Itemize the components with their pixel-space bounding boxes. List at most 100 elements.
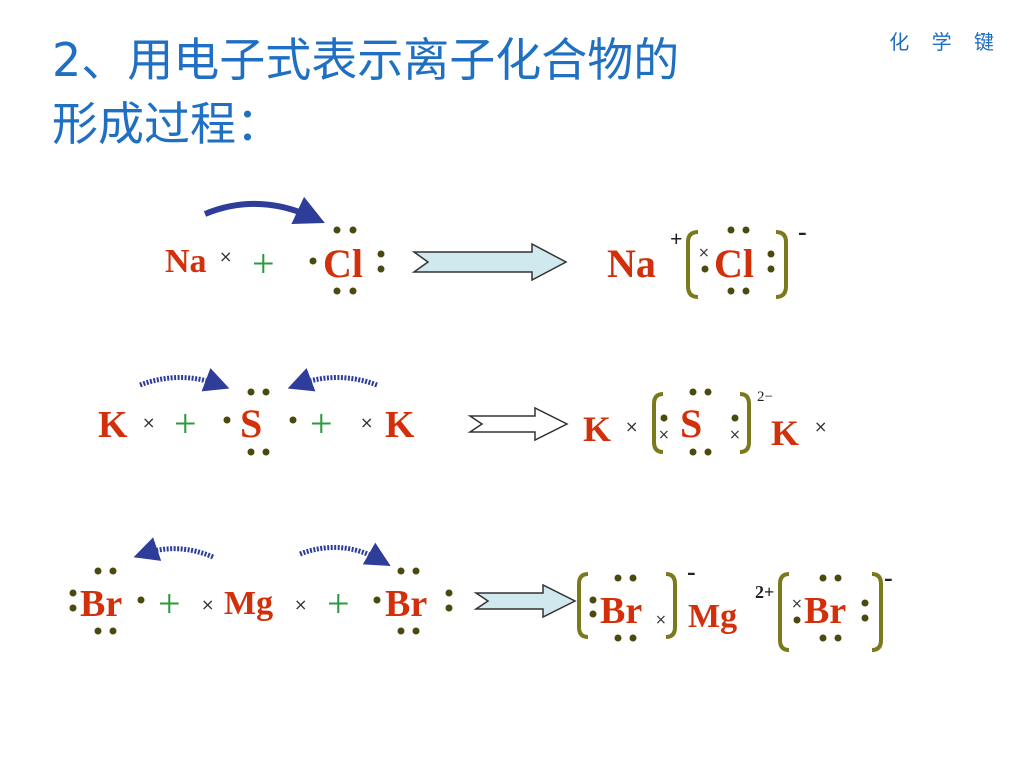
equation-row-1: Na × + Cl Na + × Cl - bbox=[165, 196, 807, 299]
product-cl: Cl bbox=[714, 241, 754, 286]
curved-arrow-mg-to-br bbox=[299, 542, 391, 566]
electron-cross: × bbox=[142, 413, 155, 432]
left-bracket bbox=[686, 230, 699, 299]
electron-dot bbox=[373, 596, 381, 604]
right-bracket bbox=[871, 572, 883, 652]
electron-dot bbox=[589, 610, 597, 618]
left-bracket bbox=[577, 572, 589, 639]
symbol-br: Br bbox=[385, 583, 427, 625]
curved-arrow-mg-to-br bbox=[133, 537, 214, 561]
electron-dot bbox=[701, 265, 709, 273]
electron-dot bbox=[333, 226, 341, 234]
electron-dot bbox=[727, 287, 735, 295]
electron-dot bbox=[349, 287, 357, 295]
product-na: Na bbox=[607, 241, 656, 286]
electron-dot bbox=[247, 388, 255, 396]
corner-label: 化 学 键 bbox=[889, 30, 1002, 54]
electron-dot bbox=[767, 250, 775, 258]
electron-dot bbox=[742, 287, 750, 295]
product-k: K bbox=[583, 409, 611, 449]
electron-cross: × bbox=[294, 595, 307, 614]
electron-dot bbox=[767, 265, 775, 273]
curved-arrow-k-to-s bbox=[287, 368, 378, 392]
right-bracket bbox=[739, 392, 751, 454]
electron-dot bbox=[742, 226, 750, 234]
product-k: K bbox=[771, 413, 799, 453]
electron-dot bbox=[223, 416, 231, 424]
product-s: S bbox=[680, 401, 702, 446]
yield-arrow bbox=[473, 583, 577, 619]
symbol-s: S bbox=[240, 401, 262, 446]
electron-dot bbox=[589, 596, 597, 604]
electron-dot bbox=[333, 287, 341, 295]
electron-dot bbox=[247, 448, 255, 456]
electron-dot bbox=[94, 567, 102, 575]
electron-dot bbox=[412, 627, 420, 635]
product-mg: Mg bbox=[688, 598, 737, 635]
symbol-k: K bbox=[98, 404, 128, 446]
yield-arrow bbox=[411, 242, 568, 282]
electron-dot bbox=[69, 589, 77, 597]
charge-minus: - bbox=[884, 563, 893, 592]
yield-arrow bbox=[467, 406, 569, 442]
electron-dot bbox=[793, 616, 801, 624]
symbol-br: Br bbox=[80, 583, 122, 625]
plus-sign: + bbox=[158, 581, 181, 626]
left-bracket bbox=[778, 572, 790, 652]
electron-dot bbox=[704, 388, 712, 396]
electron-dot bbox=[629, 634, 637, 642]
right-bracket bbox=[665, 572, 677, 639]
electron-dot bbox=[704, 448, 712, 456]
electron-dot bbox=[445, 604, 453, 612]
electron-dot bbox=[614, 574, 622, 582]
charge-2minus: 2− bbox=[757, 389, 773, 405]
electron-dot bbox=[309, 257, 317, 265]
left-bracket bbox=[652, 392, 664, 454]
electron-dot bbox=[629, 574, 637, 582]
electron-dot bbox=[689, 448, 697, 456]
curved-arrow-na-to-cl bbox=[203, 196, 325, 225]
electron-dot bbox=[614, 634, 622, 642]
symbol-cl: Cl bbox=[323, 241, 363, 286]
charge-plus: + bbox=[670, 226, 683, 251]
electron-dot bbox=[689, 388, 697, 396]
electron-dot bbox=[377, 265, 385, 273]
electron-dot bbox=[109, 627, 117, 635]
electron-cross: × bbox=[201, 595, 214, 614]
electron-cross: × bbox=[658, 427, 670, 443]
electron-cross: × bbox=[814, 417, 827, 436]
electron-cross: × bbox=[791, 596, 803, 612]
electron-dot bbox=[660, 414, 668, 422]
equation-row-2: K × + S + × K K × × S × 2− K × bbox=[98, 368, 827, 456]
electron-dot bbox=[445, 589, 453, 597]
slide-title: 2、用电子式表示离子化合物的 形成过程： bbox=[52, 28, 912, 156]
electron-dot bbox=[137, 596, 145, 604]
electron-dot bbox=[819, 574, 827, 582]
right-bracket bbox=[775, 230, 788, 299]
electron-dot bbox=[819, 634, 827, 642]
electron-dot bbox=[834, 634, 842, 642]
electron-cross: × bbox=[698, 245, 710, 261]
electron-cross: × bbox=[219, 247, 232, 266]
charge-minus: - bbox=[798, 217, 807, 246]
plus-sign: + bbox=[252, 241, 275, 286]
plus-sign: + bbox=[174, 401, 197, 446]
electron-dot bbox=[109, 567, 117, 575]
symbol-na: Na bbox=[165, 243, 207, 280]
electron-dot bbox=[262, 448, 270, 456]
charge-2plus: 2+ bbox=[755, 582, 774, 602]
equation-row-3: Br + × Mg × + Br Br × - Mg 2+ × bbox=[69, 537, 893, 652]
electron-dot bbox=[397, 627, 405, 635]
electron-dot bbox=[412, 567, 420, 575]
plus-sign: + bbox=[327, 581, 350, 626]
electron-dot bbox=[262, 388, 270, 396]
electron-dot bbox=[69, 604, 77, 612]
product-br: Br bbox=[600, 590, 642, 632]
electron-dot bbox=[377, 250, 385, 258]
electron-cross: × bbox=[625, 417, 638, 436]
electron-dot bbox=[861, 599, 869, 607]
product-br: Br bbox=[804, 590, 846, 632]
symbol-k: K bbox=[385, 404, 415, 446]
electron-dot bbox=[727, 226, 735, 234]
symbol-mg: Mg bbox=[224, 585, 273, 622]
